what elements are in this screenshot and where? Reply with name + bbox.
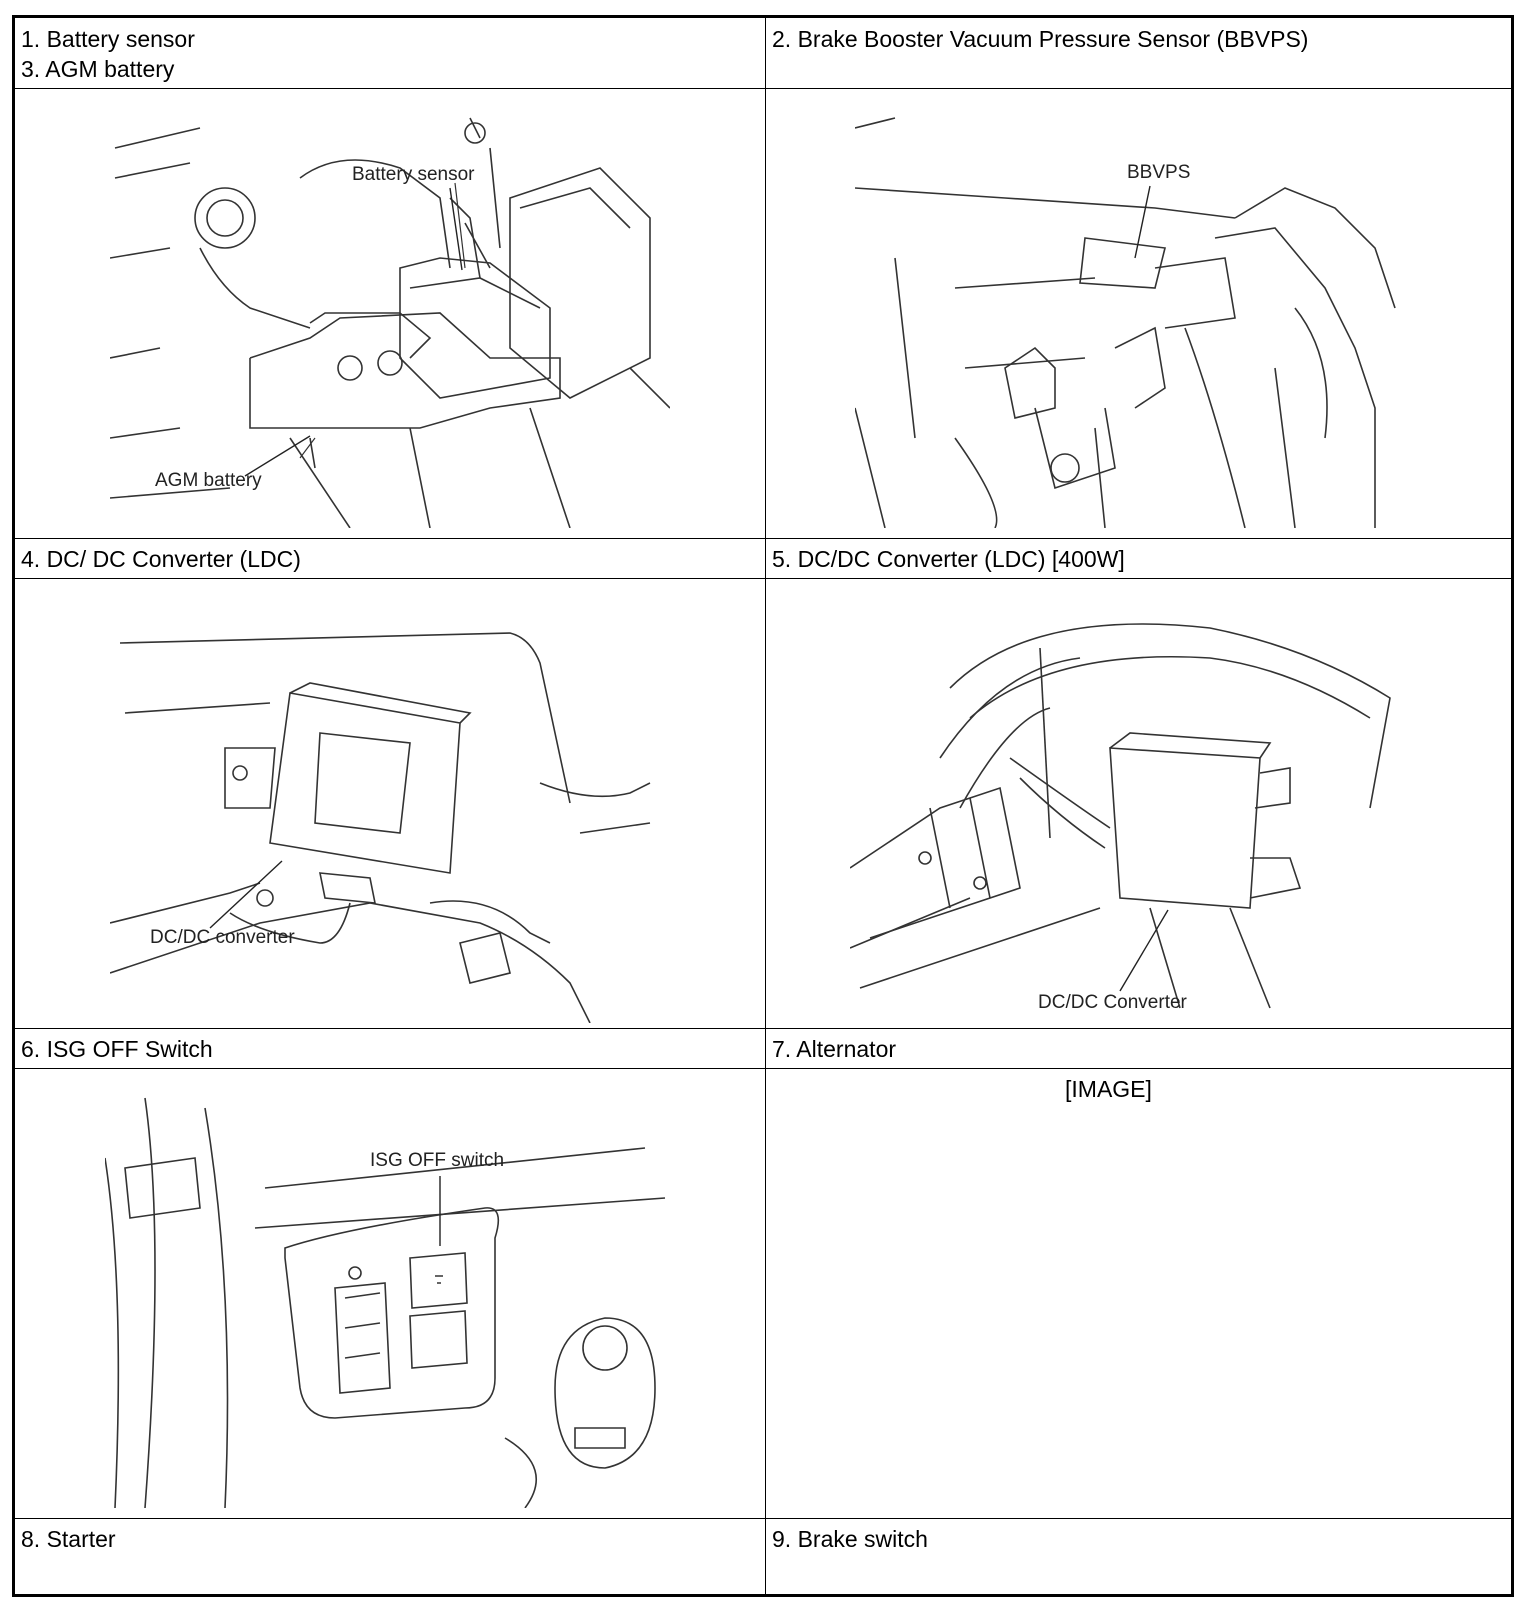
cell-label-brake-switch: 9. Brake switch	[772, 1526, 928, 1552]
row-divider	[15, 1068, 1511, 1069]
cell-label-battery-sensor: 1. Battery sensor	[21, 26, 195, 52]
cell-label-bbvps: 2. Brake Booster Vacuum Pressure Sensor …	[772, 26, 1309, 52]
bbvps-illustration: BBVPS	[855, 108, 1415, 528]
row-divider	[15, 1028, 1511, 1029]
row-divider	[15, 88, 1511, 89]
dcdc-converter-illustration: DC/DC converter	[110, 603, 670, 1023]
cell-label-dcdc-converter: 4. DC/ DC Converter (LDC)	[21, 546, 301, 572]
row-divider	[15, 578, 1511, 579]
dcdc-converter-400w-illustration: DC/DC Converter	[850, 608, 1410, 1018]
cell-label-agm-battery: 3. AGM battery	[21, 56, 175, 82]
alternator-image-placeholder: [IMAGE]	[1065, 1076, 1152, 1102]
row-divider	[15, 538, 1511, 539]
callout-dcdc-converter-400w: DC/DC Converter	[1038, 992, 1188, 1013]
cell-label-starter: 8. Starter	[21, 1526, 116, 1552]
cell-label-alternator: 7. Alternator	[772, 1036, 897, 1062]
callout-bbvps: BBVPS	[1127, 162, 1190, 183]
column-divider	[765, 18, 766, 1594]
cell-label-dcdc-converter-400w: 5. DC/DC Converter (LDC) [400W]	[772, 546, 1125, 572]
row-divider	[15, 1518, 1511, 1519]
callout-dcdc-converter: DC/DC converter	[150, 927, 295, 948]
callout-battery-sensor: Battery sensor	[352, 164, 475, 185]
cell-label-isg-off-switch: 6. ISG OFF Switch	[21, 1036, 213, 1062]
battery-illustration: Battery sensor AGM battery	[110, 108, 670, 528]
parts-location-table: 1. Battery sensor 3. AGM battery 2. Brak…	[12, 15, 1514, 1597]
callout-isg-off-switch: ISG OFF switch	[370, 1150, 504, 1171]
callout-agm-battery: AGM battery	[155, 470, 262, 491]
isg-off-switch-illustration: ISG OFF switch	[105, 1088, 675, 1508]
